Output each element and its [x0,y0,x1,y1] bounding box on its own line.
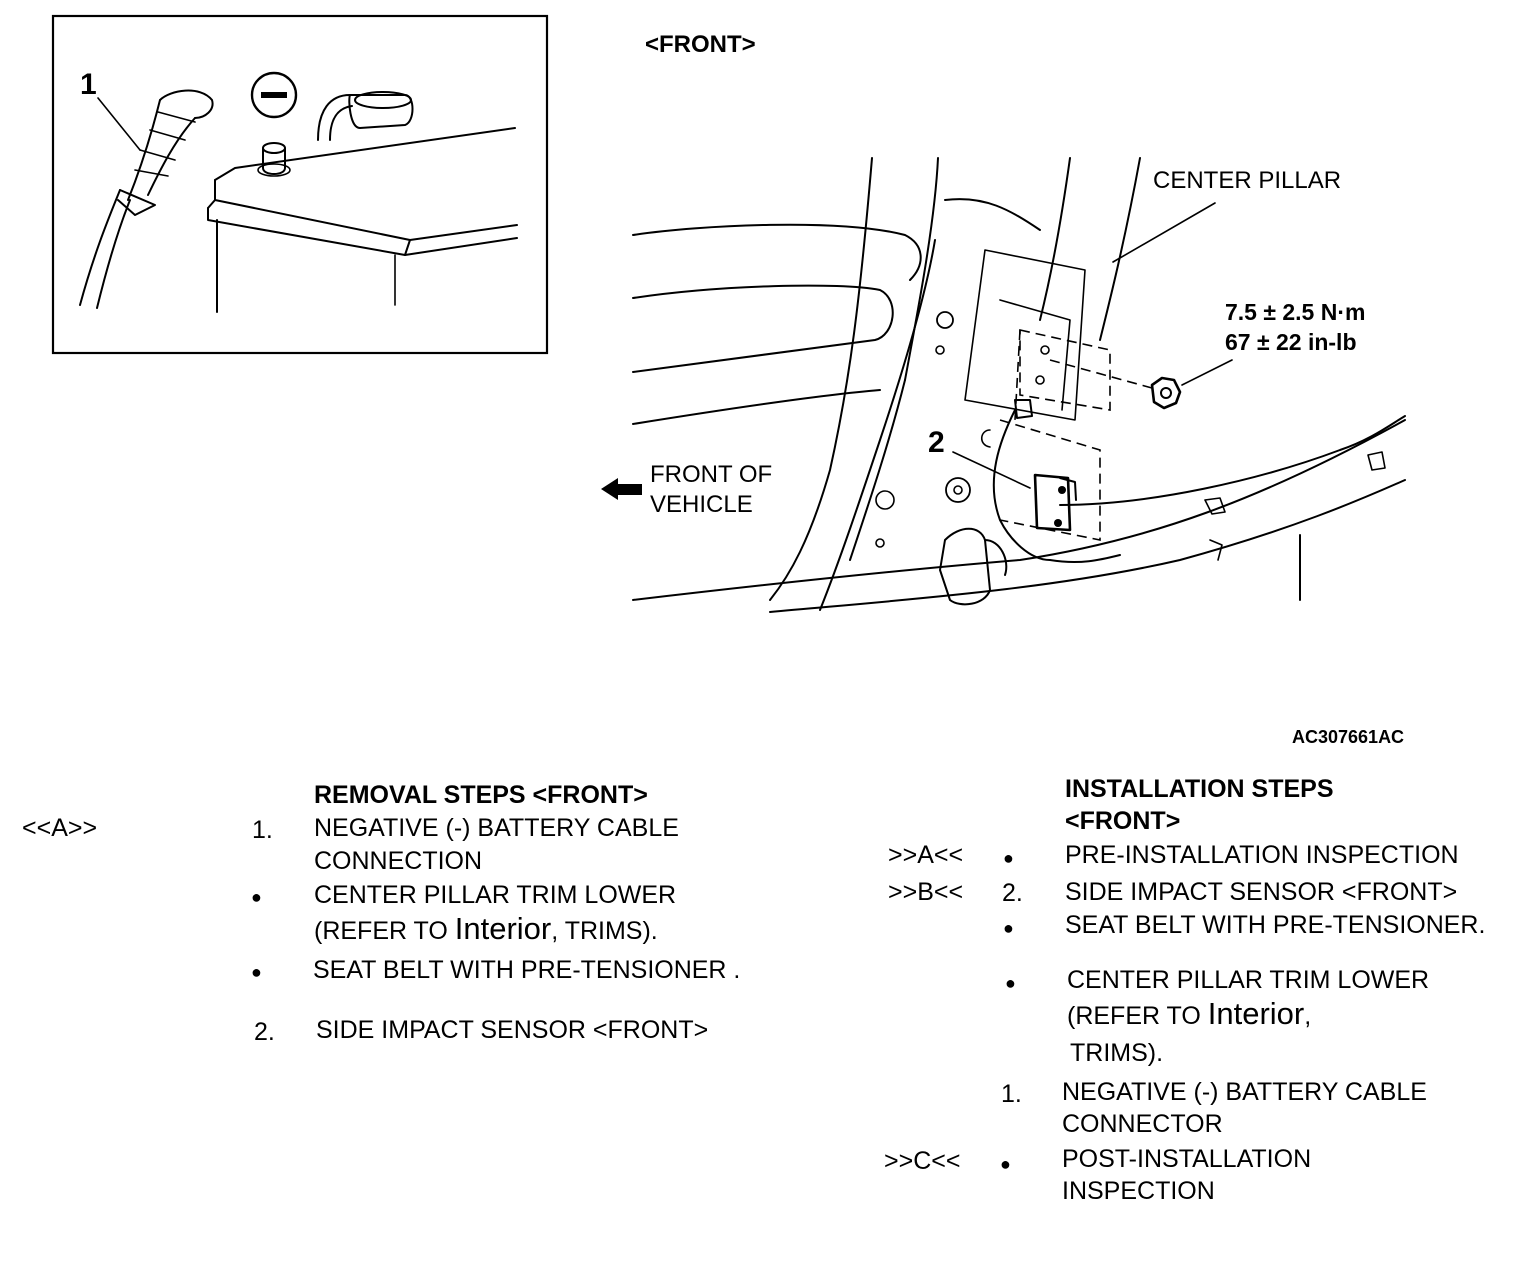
front-of-vehicle-line2: VEHICLE [650,491,753,518]
front-label: <FRONT> [645,31,756,58]
removal-trim-line1: CENTER PILLAR TRIM LOWER [314,881,677,909]
installation-trim-line3: TRIMS). [1070,1039,1164,1067]
installation-seatbelt: SEAT BELT WITH PRE-TENSIONER. [1065,911,1486,939]
installation-bullet-post: ● [1000,1154,1011,1174]
installation-ref-c[interactable]: >>C<< [884,1147,961,1175]
callout-2: 2 [928,426,945,459]
removal-trim-prefix: (REFER TO [314,917,455,945]
removal-step1-line1: NEGATIVE (-) BATTERY CABLE [314,814,679,842]
installation-step1-number: 1. [1001,1080,1022,1108]
removal-title: REMOVAL STEPS <FRONT> [314,781,648,809]
installation-interior-link[interactable]: Interior [1207,996,1305,1031]
torque-inlb: 67 ± 22 in-lb [1225,329,1357,355]
torque-nm: 7.5 ± 2.5 N·m [1225,299,1366,325]
figure-id: AC307661AC [1292,727,1405,747]
battery-inset [51,14,549,355]
installation-bullet-trim: ● [1005,973,1016,993]
removal-trim-suffix: , TRIMS). [551,917,658,945]
installation-trim-suffix: , [1304,1002,1312,1030]
arrow-left-icon [601,478,642,500]
installation-step2-number: 2. [1002,879,1023,907]
removal-step2: SIDE IMPACT SENSOR <FRONT> [316,1016,709,1044]
removal-trim-line2: (REFER TO Interior, TRIMS). [314,913,658,944]
removal-seatbelt: SEAT BELT WITH PRE-TENSIONER . [313,956,741,984]
center-pillar-label: CENTER PILLAR [1153,167,1342,194]
installation-step2: SIDE IMPACT SENSOR <FRONT> [1065,878,1458,906]
center-pillar-drawing [632,157,1406,613]
installation-post-line1: POST-INSTALLATION [1062,1145,1312,1173]
installation-bullet-pre: ● [1003,848,1014,868]
installation-pre-inspection: PRE-INSTALLATION INSPECTION [1065,841,1459,869]
installation-title-line2: <FRONT> [1065,807,1181,835]
callout-1: 1 [80,68,97,101]
installation-bullet-seatbelt: ● [1003,918,1014,938]
removal-step1-line2: CONNECTION [314,847,483,875]
installation-post-line2: INSPECTION [1062,1177,1215,1205]
installation-trim-line2: (REFER TO Interior, [1067,998,1311,1029]
installation-trim-prefix: (REFER TO [1067,1002,1208,1030]
bolt-nut-icon [1150,376,1182,410]
removal-step2-number: 2. [254,1018,275,1046]
installation-trim-line1: CENTER PILLAR TRIM LOWER [1067,966,1430,994]
removal-interior-link[interactable]: Interior [454,911,552,946]
removal-step1-number: 1. [252,816,273,844]
installation-step1-line1: NEGATIVE (-) BATTERY CABLE [1062,1078,1427,1106]
installation-title-line1: INSTALLATION STEPS [1065,775,1334,803]
installation-ref-a[interactable]: >>A<< [888,841,964,869]
front-of-vehicle-line1: FRONT OF [650,461,773,488]
removal-ref-a[interactable]: <<A>> [22,814,98,842]
removal-bullet-trim: ● [251,887,262,907]
installation-step1-line2: CONNECTOR [1062,1110,1223,1138]
removal-bullet-seatbelt: ● [251,962,262,982]
installation-ref-b[interactable]: >>B<< [888,878,964,906]
negative-terminal-icon [250,71,298,119]
